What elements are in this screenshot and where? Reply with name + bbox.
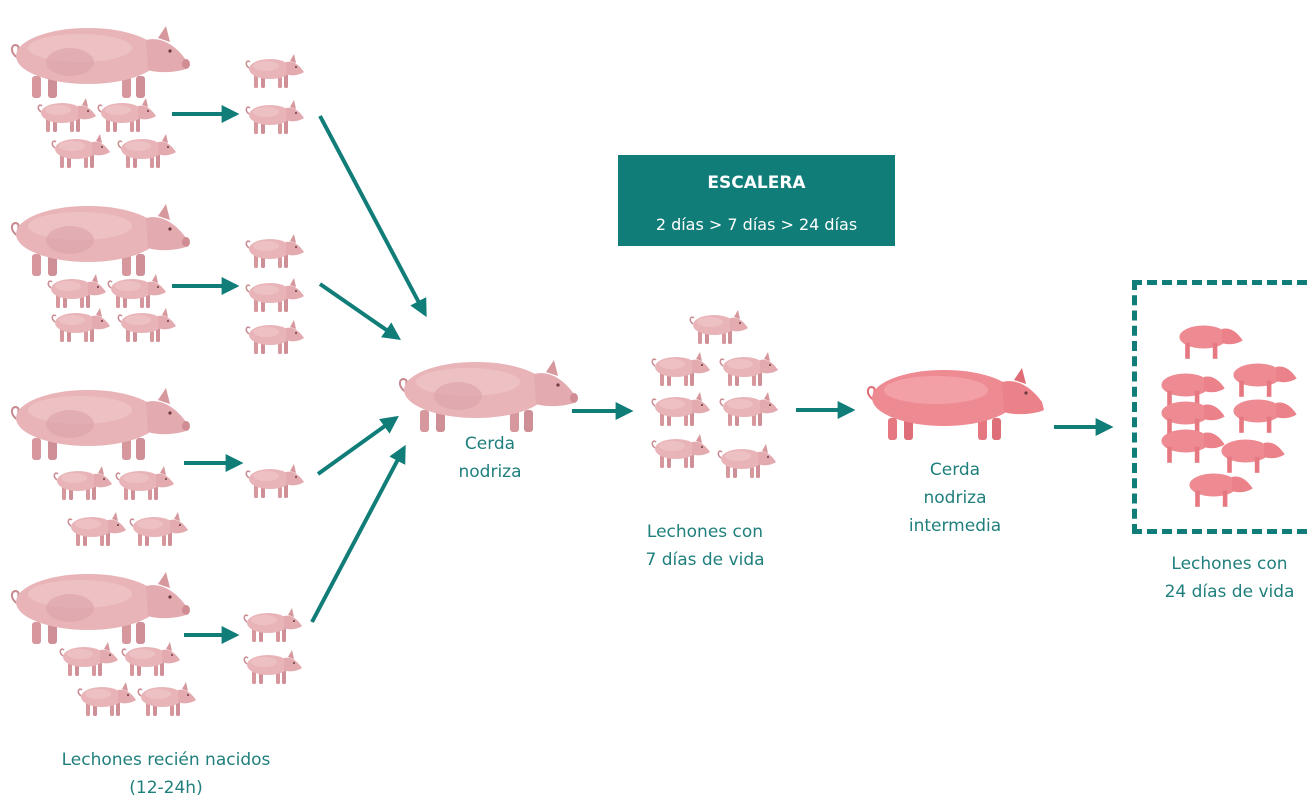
sow-icon — [12, 572, 190, 644]
piglet-icon — [652, 392, 710, 426]
piglet-icon — [116, 466, 174, 500]
piglet-icon — [38, 98, 96, 132]
piglet-icon — [246, 234, 304, 268]
arrow-icon — [320, 284, 398, 338]
nurse-sow-label: Cerda nodriza — [420, 430, 560, 486]
piglet-icon — [52, 134, 110, 168]
nurse-sow-label-line1: Cerda — [420, 430, 560, 458]
piglet-icon — [652, 434, 710, 468]
sow-icon — [12, 204, 190, 276]
nurse-sow-label-line2: nodriza — [420, 458, 560, 486]
intermediate-label-line3: intermedia — [880, 512, 1030, 540]
piglet-icon — [54, 466, 112, 500]
piglets-7-label-line2: 7 días de vida — [620, 546, 790, 574]
arrow-icon — [320, 116, 425, 314]
intermediate-label-line1: Cerda — [880, 456, 1030, 484]
intermediate-sow-label: Cerda nodriza intermedia — [880, 456, 1030, 540]
escalera-banner: ESCALERA 2 días > 7 días > 24 días — [618, 155, 895, 246]
piglets-24-label: Lechones con 24 días de vida — [1152, 550, 1307, 606]
banner-subtitle: 2 días > 7 días > 24 días — [618, 215, 895, 234]
piglets-7-label: Lechones con 7 días de vida — [620, 518, 790, 574]
piglet-icon — [720, 392, 778, 426]
piglet-icon — [244, 650, 302, 684]
newborn-label-line1: Lechones recién nacidos — [36, 746, 296, 774]
sow-icon — [12, 388, 190, 460]
sow-icon — [400, 360, 578, 432]
piglet-icon — [652, 352, 710, 386]
piglet-icon — [78, 682, 136, 716]
newborn-label-line2: (12-24h) — [36, 774, 296, 802]
piglets-24-label-line2: 24 días de vida — [1152, 578, 1307, 606]
piglet-icon — [720, 352, 778, 386]
piglet-icon — [244, 608, 302, 642]
piglet-icon — [118, 134, 176, 168]
banner-title: ESCALERA — [618, 173, 895, 193]
sow-icon — [12, 26, 190, 98]
piglet-icon — [122, 642, 180, 676]
piglet-icon — [130, 512, 188, 546]
piglet-icon — [60, 642, 118, 676]
piglet-icon — [68, 512, 126, 546]
piglet-icon — [118, 308, 176, 342]
arrow-icon — [318, 418, 396, 474]
arrow-icon — [312, 448, 404, 622]
piglet-icon — [246, 464, 304, 498]
piglet-icon — [246, 54, 304, 88]
piglet-icon — [246, 100, 304, 134]
sow-icon — [868, 368, 1044, 440]
piglet-icon — [246, 278, 304, 312]
piglet-icon — [718, 444, 776, 478]
dashed-frame — [1132, 280, 1307, 534]
piglets-24-label-line1: Lechones con — [1152, 550, 1307, 578]
piglet-icon — [690, 310, 748, 344]
intermediate-label-line2: nodriza — [880, 484, 1030, 512]
piglet-icon — [52, 308, 110, 342]
piglet-icon — [98, 98, 156, 132]
piglet-icon — [48, 274, 106, 308]
piglet-icon — [108, 274, 166, 308]
piglets-7-label-line1: Lechones con — [620, 518, 790, 546]
piglet-icon — [246, 320, 304, 354]
piglet-icon — [138, 682, 196, 716]
newborn-label: Lechones recién nacidos (12-24h) — [36, 746, 296, 802]
